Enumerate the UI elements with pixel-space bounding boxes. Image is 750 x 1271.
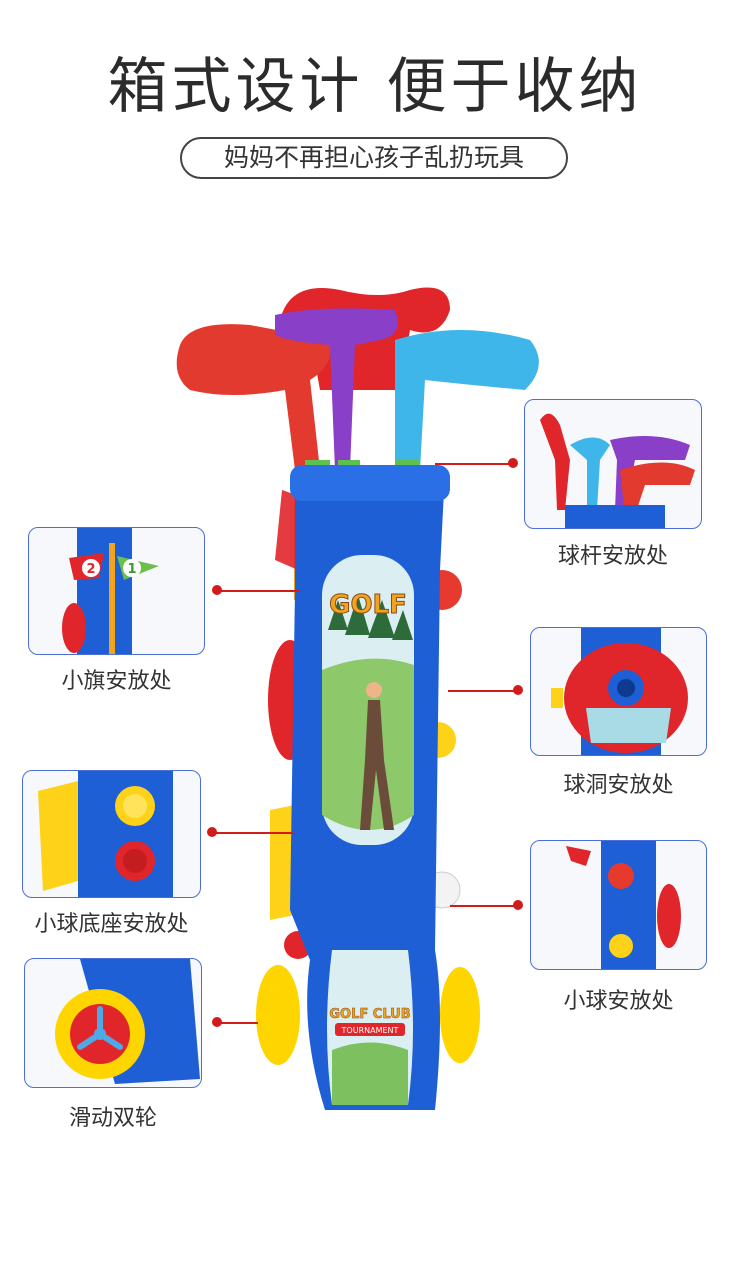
badge-grass <box>332 1042 408 1105</box>
connector-ball-base <box>214 832 294 834</box>
connector-balls <box>450 905 520 907</box>
golf-cart-toy-image: GOLF GOLF CLUB TOURNAMENT <box>176 287 539 1110</box>
connector-flag <box>218 590 300 592</box>
callout-wheels-frame <box>24 958 202 1088</box>
flag-number-2-circle <box>82 559 100 577</box>
badge-title: GOLF CLUB <box>329 1007 410 1022</box>
caption-balls: 小球安放处 <box>563 989 674 1014</box>
callout-ball-base-frame <box>22 770 201 898</box>
caption-hole: 球洞安放处 <box>563 773 674 798</box>
callout-hole-frame <box>530 627 707 756</box>
connector-dot-clubs <box>508 458 518 468</box>
callout-clubs-frame <box>524 399 702 529</box>
caption-wheels: 滑动双轮 <box>68 1106 157 1131</box>
bag-rim <box>290 465 450 501</box>
callout-balls-frame <box>530 840 707 970</box>
label-golfer <box>360 700 394 830</box>
callout-flag-frame: 2 1 <box>28 527 205 655</box>
left-wheel <box>256 965 300 1065</box>
connector-dot-hole <box>513 685 523 695</box>
connector-wheels <box>218 1022 258 1024</box>
label-trees <box>328 595 413 640</box>
wheels-closeup-image <box>55 959 200 1084</box>
right-wheel <box>440 967 480 1063</box>
purple-club <box>275 308 398 470</box>
hole-closeup-image <box>551 628 688 755</box>
flag-closeup-image: 2 1 <box>62 528 159 654</box>
ball-base-closeup-image <box>38 771 173 897</box>
connector-dot-ball-base <box>207 827 217 837</box>
flag-number-1-circle <box>123 559 141 577</box>
connector-dot-flag <box>212 585 222 595</box>
caption-clubs: 球杆安放处 <box>557 544 668 569</box>
connector-dot-balls <box>513 900 523 910</box>
clubs-closeup-image <box>540 413 695 528</box>
red-club-head <box>176 324 331 470</box>
subtitle-pill: 妈妈不再担心孩子乱扔玩具 <box>180 137 568 179</box>
badge-ribbon <box>335 1023 405 1036</box>
cyan-club <box>395 330 539 470</box>
caption-ball-base: 小球底座安放处 <box>34 912 189 937</box>
balls-closeup-image <box>566 841 681 969</box>
page-title: 箱式设计 便于收纳 <box>107 52 643 122</box>
flag-number-2: 2 <box>86 562 95 577</box>
flag-number-1: 1 <box>127 562 136 577</box>
connector-clubs <box>435 463 515 465</box>
badge-sub: TOURNAMENT <box>341 1026 399 1035</box>
bag-label-text: GOLF <box>329 590 407 620</box>
label-golfer-head <box>366 682 382 698</box>
connector-dot-wheels <box>212 1017 222 1027</box>
caption-flag: 小旗安放处 <box>61 669 172 694</box>
connector-hole <box>448 690 520 692</box>
